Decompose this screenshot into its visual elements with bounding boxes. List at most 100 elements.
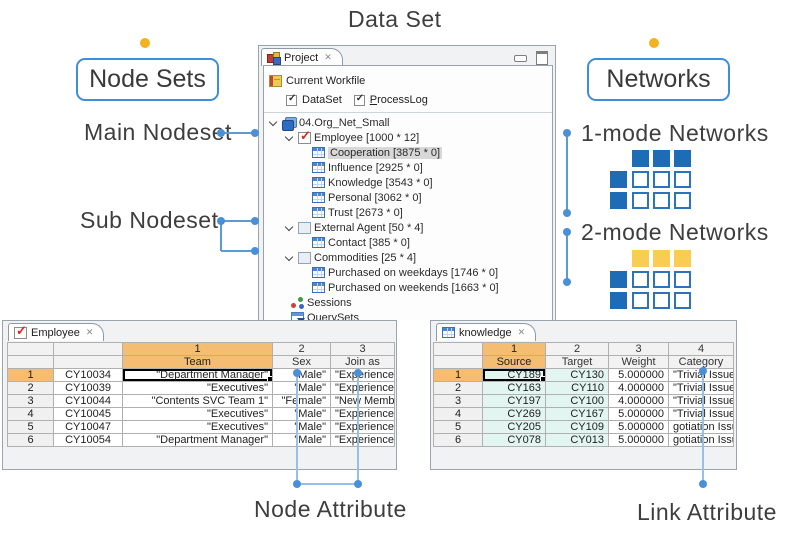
tree-item-sessions[interactable]: Sessions	[264, 295, 552, 310]
col-sex-header[interactable]: Sex	[272, 355, 331, 369]
dataset-checkbox[interactable]: ✓	[286, 92, 297, 106]
tree-item-sub-nodeset[interactable]: External Agent [50 * 4]	[264, 220, 552, 235]
tree-item-sub-nodeset[interactable]: Commodities [25 * 4]	[264, 250, 552, 265]
col-3-header[interactable]: 3	[608, 342, 669, 356]
col-4-header[interactable]: 4	[668, 342, 734, 356]
table-row: 4 CY269 CY167 5.000000 "Trivial Issues"	[433, 407, 734, 421]
networks-label: Networks	[606, 65, 711, 93]
table-row: 6 CY078 CY013 5.000000 gotiation Issue"	[433, 433, 734, 447]
col-weight-header[interactable]: Weight	[608, 355, 669, 369]
knowledge-tabbar: knowledge ✕	[433, 322, 734, 341]
main-nodeset-connector-line	[221, 132, 255, 134]
sub-nodeset-connector-line	[220, 220, 222, 251]
tree-item-dataset[interactable]: 04.Org_Net_Small	[264, 115, 552, 131]
one-mode-label: 1-mode Networks	[581, 120, 769, 146]
col-1-header[interactable]: 1	[482, 342, 546, 356]
node-sets-label: Node Sets	[89, 65, 206, 93]
col-1-header[interactable]: 1	[122, 342, 273, 356]
data-set-label: Data Set	[348, 6, 442, 32]
node-sets-box: Node Sets	[76, 58, 219, 101]
column-number-row: 1 2 3 4	[433, 342, 734, 356]
link-attribute-label: Link Attribute	[637, 499, 777, 525]
employee-table: 1 2 3 Team Sex Join as 1 CY10034 "Depart…	[7, 342, 395, 447]
processlog-checkbox[interactable]: ✓	[353, 92, 365, 106]
minimize-icon[interactable]	[514, 54, 527, 62]
tree-item-querysets[interactable]: QuerySets	[264, 310, 552, 320]
tree-item-network[interactable]: Purchased on weekdays [1746 * 0]	[264, 265, 552, 280]
col-2-header[interactable]: 2	[545, 342, 609, 356]
connector-dot	[251, 247, 259, 255]
workfile-icon	[269, 75, 282, 87]
connector-dot	[293, 480, 301, 488]
link-attribute-line	[702, 371, 704, 484]
node-attribute-line	[297, 483, 358, 485]
dataset-checkbox-label[interactable]: DataSet	[302, 94, 342, 106]
dataset-icon	[282, 116, 297, 131]
node-attribute-line	[296, 373, 298, 484]
col-team-header[interactable]: Team	[122, 355, 273, 369]
connector-dot	[251, 129, 259, 137]
tab-employee-label: Employee	[31, 326, 80, 339]
connector-dot	[354, 369, 362, 377]
network-icon	[312, 207, 325, 218]
node-attribute-line	[357, 373, 359, 484]
col-2-header[interactable]: 2	[272, 342, 331, 356]
tree-item-network[interactable]: Knowledge [3543 * 0]	[264, 175, 552, 190]
selected-cell[interactable]: "Department Manager"	[122, 368, 273, 382]
table-row: 3 CY197 CY100 4.000000 "Trivial Issues"	[433, 394, 734, 408]
main-nodeset-icon: ✓	[298, 127, 311, 144]
tree-item-main-nodeset[interactable]: ✓ Employee [1000 * 12]	[264, 127, 552, 145]
employee-panel: ✓ Employee ✕ 1 2 3 Team Sex Join as 1 CY…	[2, 320, 397, 470]
close-icon[interactable]: ✕	[85, 327, 94, 337]
col-joinas-header[interactable]: Join as	[330, 355, 395, 369]
table-row: 6 CY10054 "Department Manager" "Male" "E…	[7, 433, 395, 447]
chevron-down-icon[interactable]	[284, 252, 294, 261]
tab-knowledge[interactable]: knowledge ✕	[436, 323, 537, 341]
selected-cell[interactable]: CY189	[482, 368, 546, 382]
close-icon[interactable]: ✕	[324, 52, 332, 62]
table-row: 1 CY10034 "Department Manager" "Male" "E…	[7, 368, 395, 382]
project-panel: Project ✕ Current Workfile ✓ DataSet ✓ P…	[258, 45, 556, 320]
table-row: 2 CY163 CY110 4.000000 "Trivial Issues"	[433, 381, 734, 395]
tree-item-network[interactable]: Cooperation [3875 * 0]	[264, 145, 552, 160]
table-row: 1 CY189 CY130 5.000000 "Trivial Issues"	[433, 368, 734, 382]
connector-dot	[563, 129, 571, 137]
connector-dot	[354, 480, 362, 488]
sub-nodeset-connector-line	[221, 220, 255, 222]
tree-item-network[interactable]: Contact [385 * 0]	[264, 235, 552, 250]
chevron-down-icon[interactable]	[268, 117, 278, 126]
network-icon	[312, 177, 325, 188]
connector-dot	[563, 209, 571, 217]
table-row: 2 CY10039 "Executives" "Male" "Experienc…	[7, 381, 395, 395]
knowledge-table: 1 2 3 4 Source Target Weight Category 1 …	[433, 342, 734, 447]
col-3-header[interactable]: 3	[330, 342, 395, 356]
connector-dot	[699, 367, 707, 375]
employee-tabbar: ✓ Employee ✕	[5, 322, 394, 341]
main-nodeset-label: Main Nodeset	[84, 119, 232, 145]
tab-project[interactable]: Project ✕	[261, 48, 343, 66]
chevron-down-icon[interactable]	[284, 222, 294, 231]
connector-dot	[217, 129, 225, 137]
tab-employee[interactable]: ✓ Employee ✕	[8, 323, 105, 341]
connector-dot	[217, 217, 225, 225]
network-icon	[312, 267, 325, 278]
sub-nodeset-label: Sub Nodeset	[80, 207, 219, 233]
tree-item-network[interactable]: Trust [2673 * 0]	[264, 205, 552, 220]
tree-item-network[interactable]: Influence [2925 * 0]	[264, 160, 552, 175]
tree-item-network[interactable]: Purchased on weekends [1663 * 0]	[264, 280, 552, 295]
col-source-header[interactable]: Source	[482, 355, 546, 369]
column-name-row: Team Sex Join as	[7, 355, 395, 369]
chevron-down-icon[interactable]	[284, 132, 294, 141]
close-icon[interactable]: ✕	[517, 327, 526, 337]
knowledge-panel: knowledge ✕ 1 2 3 4 Source Target Weight…	[430, 320, 737, 470]
two-mode-label: 2-mode Networks	[581, 219, 769, 245]
tree-item-network[interactable]: Personal [3062 * 0]	[264, 190, 552, 205]
tab-knowledge-label: knowledge	[459, 326, 512, 339]
maximize-icon[interactable]	[536, 51, 548, 65]
processlog-checkbox-label[interactable]: ProcessLog	[369, 94, 428, 106]
connector-dot	[563, 228, 571, 236]
col-target-header[interactable]: Target	[545, 355, 609, 369]
table-row: 3 CY10044 "Contents SVC Team 1" "Female"…	[7, 394, 395, 408]
tab-project-label: Project	[284, 51, 319, 64]
